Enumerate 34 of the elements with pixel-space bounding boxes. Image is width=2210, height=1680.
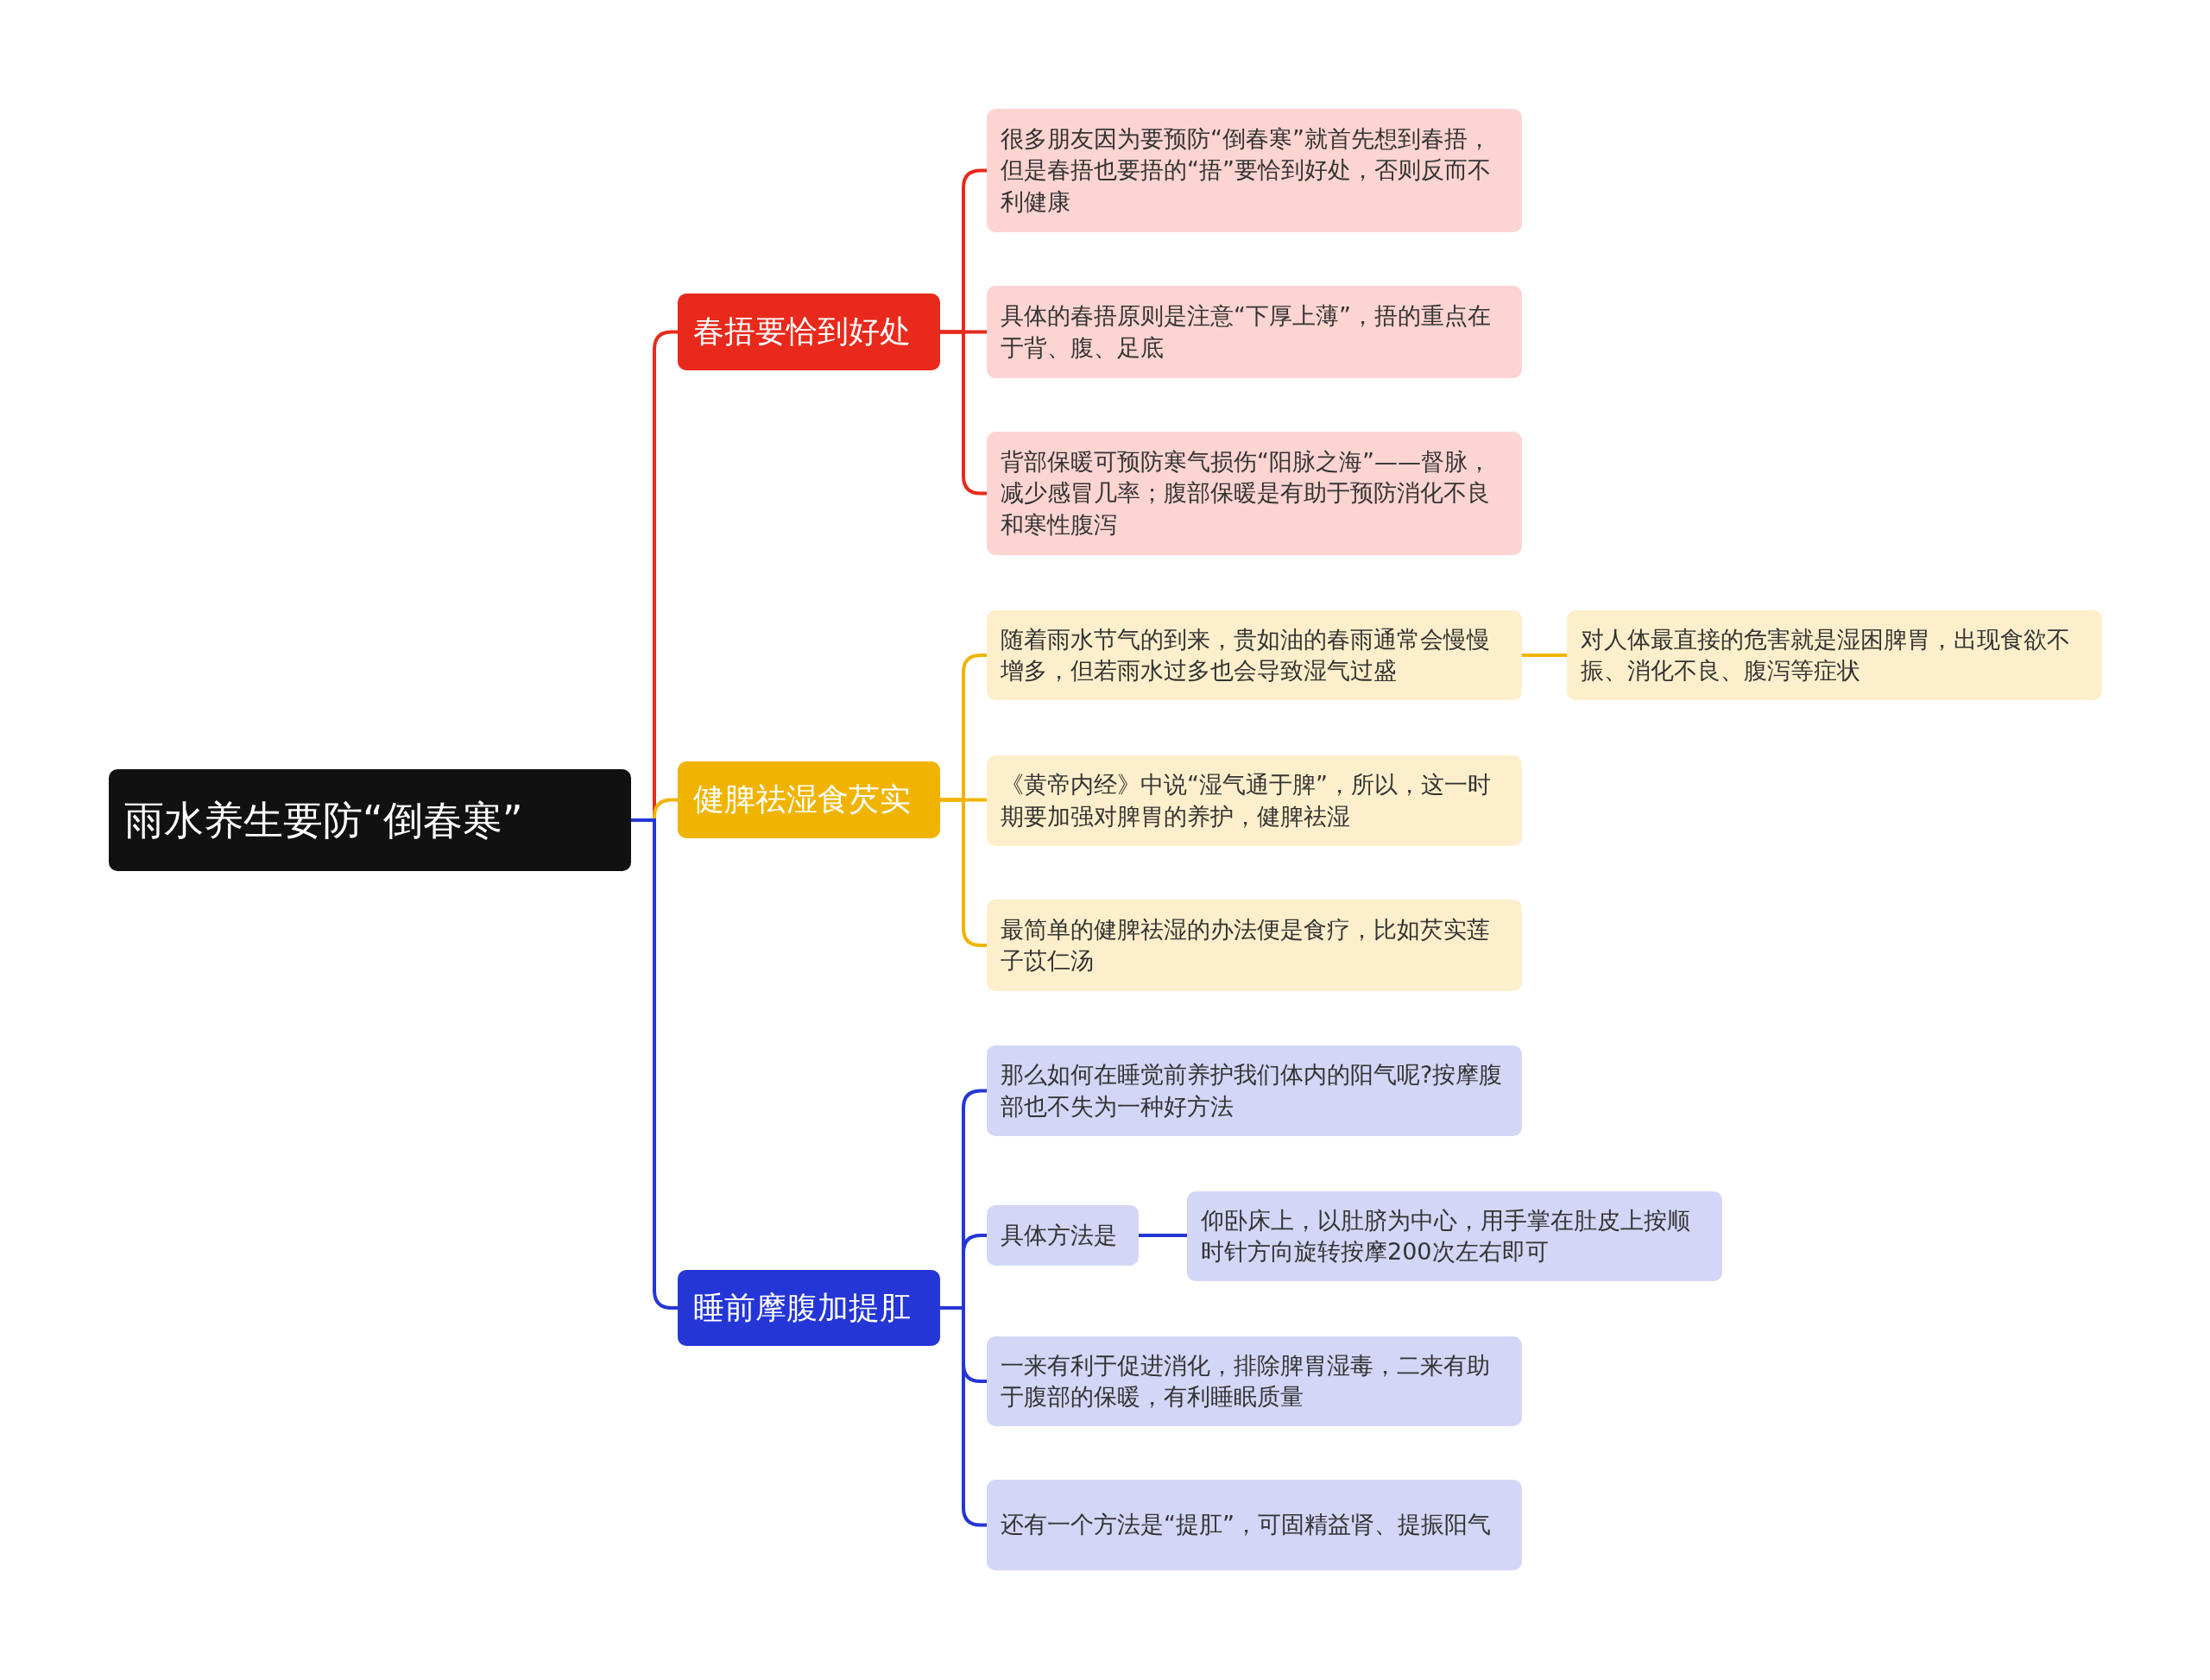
branch-topic: [678, 761, 940, 838]
topic-text: 具体的春捂原则是注意“下厚上薄”，捂的重点在于背、腹、足底: [1001, 301, 1492, 363]
topic-text: 随着雨水节气的到来，贵如油的春雨通常会慢慢增多，但若雨水过多也会导致湿气过盛: [1001, 624, 1491, 685]
topic-text: 春捂要恰到好处: [693, 313, 911, 351]
subtopic-box: [987, 1336, 1522, 1426]
topic-text: 那么如何在睡觉前养护我们体内的阳气呢?按摩腹部也不失为一种好方法: [1001, 1060, 1504, 1121]
topic-text: 还有一个方法是“提肛”，可固精益肾、提振阳气: [1001, 1510, 1491, 1540]
root-topic: [109, 769, 631, 871]
subtopic-box: [987, 432, 1522, 555]
connector-line: [1522, 654, 1567, 657]
topic-text: 对人体最直接的危害就是湿困脾胃，出现食欲不振、消化不良、腹泻等症状: [1581, 624, 2071, 685]
topic-text: 最简单的健脾祛湿的办法便是食疗，比如芡实莲子苡仁汤: [1001, 914, 1491, 976]
topic-text: 雨水养生要防“倒春寒”: [124, 795, 523, 845]
branch-topic: [678, 1270, 940, 1346]
subtopic-box: [987, 1480, 1522, 1570]
connector-line: [1139, 1234, 1187, 1237]
subtopic-box: [987, 109, 1522, 232]
subtopic-box: [1187, 1191, 1722, 1281]
topic-text: 健脾祛湿食芡实: [693, 780, 911, 819]
subtopic-box: [987, 610, 1522, 700]
topic-text: 一来有利于促进消化，排除脾胃湿毒，二来有助于腹部的保暖，有利睡眠质量: [1001, 1350, 1491, 1412]
subtopic-box: [987, 900, 1522, 991]
subtopic-box: [1567, 610, 2102, 700]
topic-text: 《黄帝内经》中说“湿气通于脾”，所以，这一时期要加强对脾胃的养护，健脾祛湿: [1001, 770, 1492, 831]
subtopic-box: [987, 1205, 1139, 1266]
topic-text: 具体方法是: [1001, 1220, 1117, 1250]
subtopic-box: [987, 1045, 1522, 1136]
branch-topic: [678, 294, 940, 370]
topic-text: 睡前摩腹加提肛: [693, 1288, 911, 1327]
subtopic-box: [987, 286, 1522, 378]
topic-text: 背部保暖可预防寒气损伤“阳脉之海”——督脉，减少感冒几率；腹部保暖是有助于预防消化不良和寒性腹泻: [1001, 446, 1492, 540]
topic-text: 仰卧床上，以肚脐为中心，用手掌在肚皮上按顺时针方向旋转按摩200次左右即可: [1201, 1205, 1691, 1266]
subtopic-box: [987, 755, 1522, 846]
topic-text: 很多朋友因为要预防“倒春寒”就首先想到春捂，但是春捂也要捂的“捂”要恰到好处，否则反而不利健康: [1001, 123, 1492, 217]
